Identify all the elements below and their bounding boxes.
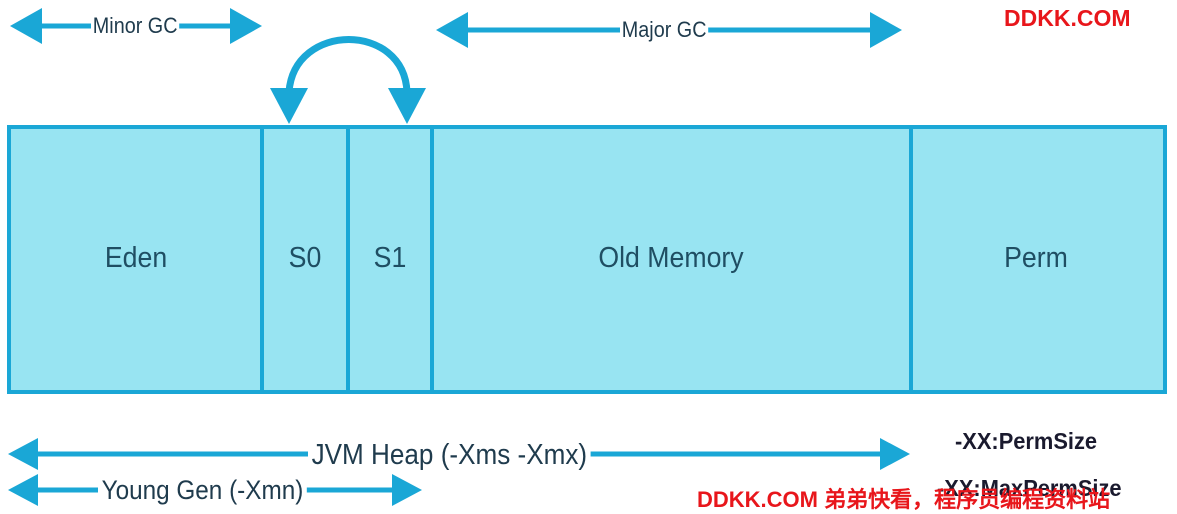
- old-memory-label: Old Memory: [598, 242, 744, 274]
- major-gc-label: Major GC: [620, 17, 709, 42]
- watermark-top: DDKK.COM: [1004, 5, 1131, 31]
- s0-label: S0: [288, 242, 322, 274]
- jvm-heap-label: JVM Heap (-Xms -Xmx): [308, 441, 591, 470]
- max-perm-size-flag: -XX:MaxPermSize: [937, 475, 1122, 501]
- region-old: [430, 125, 913, 394]
- perm-label: Perm: [1004, 242, 1068, 274]
- s1-label: S1: [373, 242, 407, 274]
- minor-gc-label: Minor GC: [91, 13, 180, 38]
- region-s1: [346, 125, 434, 394]
- young-gen-label: Young Gen (-Xmn): [98, 477, 307, 504]
- watermark-bottom: DDKK.COM 弟弟快看，程序员编程资料站: [697, 487, 1111, 512]
- region-perm: [909, 125, 1167, 394]
- perm-size-flag: -XX:PermSize: [955, 428, 1098, 454]
- region-s0: [260, 125, 350, 394]
- survivor-swap-arrow: [270, 36, 426, 124]
- eden-label: Eden: [104, 242, 168, 274]
